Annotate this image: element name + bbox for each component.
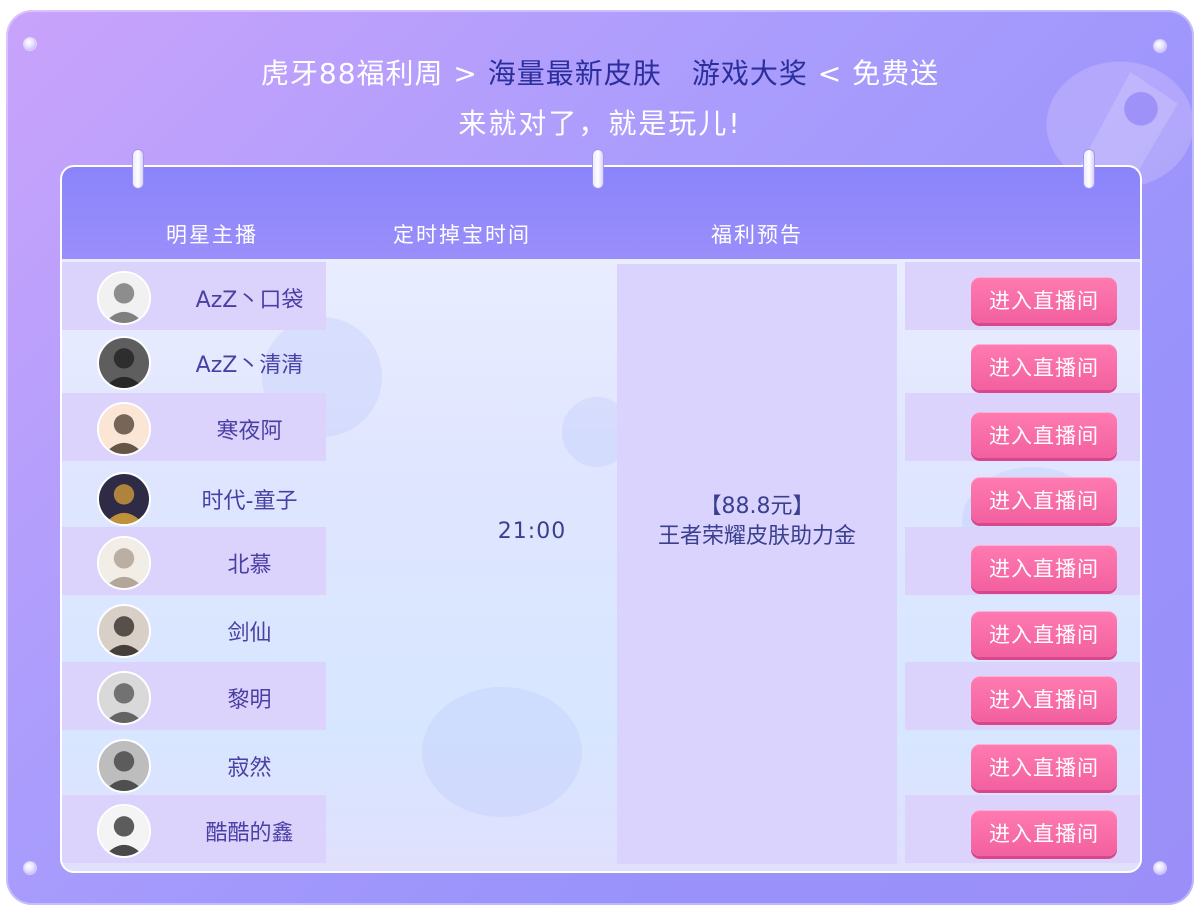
column-header-time: 定时掉宝时间: [393, 223, 531, 247]
anchor-item: 酷酷的鑫: [97, 801, 347, 861]
enter-live-room-button[interactable]: 进入直播间: [971, 344, 1117, 390]
headline: 虎牙88福利周 > 海量最新皮肤游戏大奖 < 免费送: [0, 52, 1200, 92]
headline-part2: < 免费送: [817, 57, 940, 90]
column-header-welfare: 福利预告: [711, 223, 803, 247]
avatar: [97, 336, 151, 390]
rivet-bottom-left: [24, 862, 36, 874]
avatar: [97, 671, 151, 725]
avatar: [97, 536, 151, 590]
anchor-item: AzZ丶清清: [97, 333, 347, 393]
anchor-item: 北慕: [97, 533, 347, 593]
rivet-bottom-right: [1154, 862, 1166, 874]
enter-live-room-button[interactable]: 进入直播间: [971, 810, 1117, 856]
anchor-item: 黎明: [97, 668, 347, 728]
enter-live-room-button[interactable]: 进入直播间: [971, 477, 1117, 523]
avatar: [97, 271, 151, 325]
binder-clip-center: [593, 150, 603, 188]
headline-highlight-skins: 海量最新皮肤: [487, 57, 662, 90]
enter-live-room-button[interactable]: 进入直播间: [971, 744, 1117, 790]
anchor-item: AzZ丶口袋: [97, 268, 347, 328]
welfare-amount: 【88.8元】: [699, 494, 815, 519]
drop-time: 21:00: [497, 519, 567, 544]
enter-live-room-button[interactable]: 进入直播间: [971, 277, 1117, 323]
decor-blob: [422, 687, 582, 817]
binder-clip-right: [1084, 150, 1094, 188]
avatar: [97, 739, 151, 793]
avatar: [97, 804, 151, 858]
welfare-description: 王者荣耀皮肤助力金: [657, 524, 856, 549]
welfare-panel: 【88.8元】 王者荣耀皮肤助力金: [617, 264, 897, 864]
anchor-item: 剑仙: [97, 601, 347, 661]
anchor-name: 剑仙: [227, 621, 272, 646]
rivet-top-right: [1154, 40, 1166, 52]
anchor-name: 寂然: [227, 756, 272, 781]
avatar: [97, 472, 151, 526]
headline-part1: 虎牙88福利周 >: [260, 57, 478, 90]
anchor-name: 酷酷的鑫: [205, 821, 294, 846]
welfare-text: 【88.8元】 王者荣耀皮肤助力金: [617, 492, 897, 552]
enter-live-room-button[interactable]: 进入直播间: [971, 611, 1117, 657]
anchor-name: 时代-童子: [201, 489, 298, 514]
anchor-item: 寒夜阿: [97, 399, 347, 459]
anchor-name: 寒夜阿: [216, 419, 283, 444]
enter-live-room-button[interactable]: 进入直播间: [971, 412, 1117, 458]
avatar: [97, 402, 151, 456]
anchor-item: 时代-童子: [97, 469, 347, 529]
anchor-name: AzZ丶口袋: [195, 288, 304, 313]
subtitle: 来就对了，就是玩儿!: [458, 107, 742, 140]
binder-clip-left: [133, 150, 143, 188]
avatar: [97, 604, 151, 658]
rivet-top-left: [24, 38, 36, 50]
anchor-name: AzZ丶清清: [195, 353, 304, 378]
anchor-name: 黎明: [227, 688, 272, 713]
anchor-item: 寂然: [97, 736, 347, 796]
headline-highlight-prizes: 游戏大奖: [691, 57, 808, 90]
enter-live-room-button[interactable]: 进入直播间: [971, 545, 1117, 591]
column-header-anchor: 明星主播: [166, 223, 258, 247]
anchor-name: 北慕: [227, 553, 272, 578]
enter-live-room-button[interactable]: 进入直播间: [971, 676, 1117, 722]
